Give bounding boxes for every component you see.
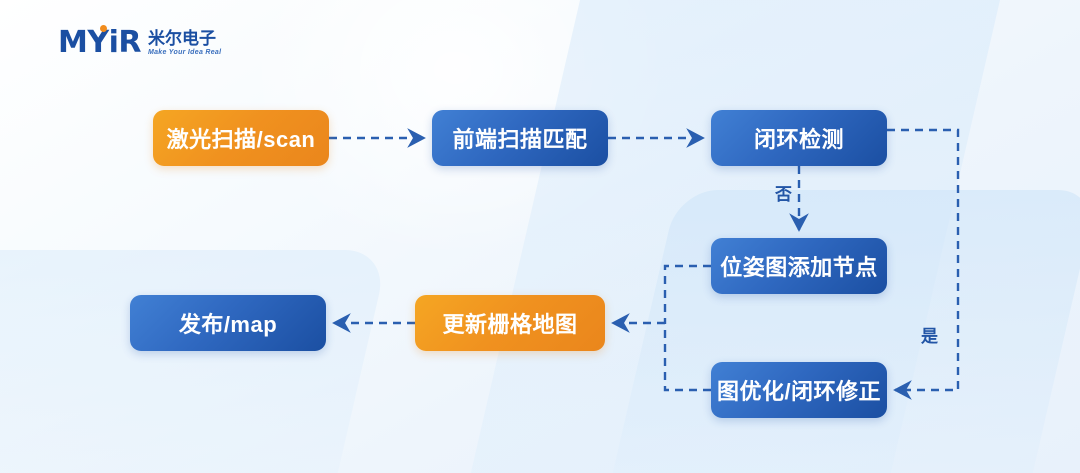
background-band-2 <box>601 190 1080 473</box>
logo-tagline: Make Your Idea Real <box>147 48 222 56</box>
edge-label-no: 否 <box>775 185 792 204</box>
node-frontend-scan-match[interactable]: 前端扫描匹配 <box>432 110 608 166</box>
logo-wordmark-text: MYiR <box>58 25 141 60</box>
node-loop-closure-detection[interactable]: 闭环检测 <box>711 110 887 166</box>
orange-dot-icon <box>99 25 107 32</box>
node-graph-optimize-loop-correction-label: 图优化/闭环修正 <box>716 379 882 404</box>
myir-logo: MYiR 米尔电子 Make Your Idea Real <box>58 25 221 60</box>
node-laser-scan[interactable]: 激光扫描/scan <box>153 110 329 166</box>
node-loop-closure-detection-label: 闭环检测 <box>753 127 844 152</box>
node-pose-graph-add-node[interactable]: 位姿图添加节点 <box>711 238 887 294</box>
edge-posegraph-to-rail <box>663 264 711 323</box>
node-update-grid-map-label: 更新栅格地图 <box>442 312 578 337</box>
edge-optimize-to-rail <box>663 323 711 392</box>
node-pose-graph-add-node-label: 位姿图添加节点 <box>720 255 878 280</box>
logo-chinese-name: 米尔电子 <box>147 29 216 49</box>
logo-wordmark: MYiR <box>58 25 141 60</box>
logo-text-group: 米尔电子 Make Your Idea Real <box>148 30 221 58</box>
background-band-3 <box>0 250 390 473</box>
node-frontend-scan-match-label: 前端扫描匹配 <box>452 127 588 152</box>
edge-label-yes: 是 <box>921 327 938 346</box>
node-publish-map[interactable]: 发布/map <box>130 295 326 351</box>
node-laser-scan-label: 激光扫描/scan <box>166 127 316 152</box>
node-graph-optimize-loop-correction[interactable]: 图优化/闭环修正 <box>711 362 887 418</box>
node-update-grid-map[interactable]: 更新栅格地图 <box>415 295 605 351</box>
edge-loop-to-optimize <box>887 128 960 400</box>
node-publish-map-label: 发布/map <box>178 312 278 337</box>
